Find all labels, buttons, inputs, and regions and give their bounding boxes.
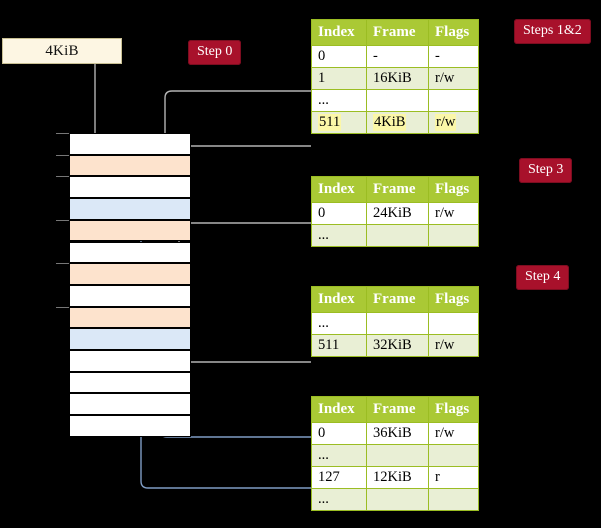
table-row: ... <box>311 89 479 112</box>
memory-tick <box>56 263 69 265</box>
table-header-frame: Frame <box>366 396 429 423</box>
table-header-index: Index <box>311 19 367 46</box>
table-cell-index: ... <box>311 312 367 335</box>
badge-steps-1-2: Steps 1&2 <box>514 19 591 44</box>
highlighted-value: 4KiB <box>373 114 407 131</box>
memory-block-6 <box>69 263 191 285</box>
table-cell-flags: r/w <box>428 111 479 134</box>
table-row: 0-- <box>311 45 479 68</box>
table-row: ... <box>311 488 479 511</box>
memory-tick <box>56 176 69 178</box>
table-cell-index: 511 <box>311 334 367 357</box>
table-cell-frame: 24KiB <box>366 202 429 225</box>
table-header-index: Index <box>311 286 367 313</box>
memory-block-0 <box>69 133 191 155</box>
table-cell-index: 0 <box>311 202 367 225</box>
memory-tick <box>56 133 69 134</box>
table-cell-frame <box>366 488 429 511</box>
memory-tick <box>56 154 69 156</box>
highlighted-value: r/w <box>435 114 457 131</box>
table-cell-flags <box>428 89 479 112</box>
table-header-index: Index <box>311 396 367 423</box>
memory-block-10 <box>69 350 191 372</box>
badge-step-4: Step 4 <box>516 265 570 290</box>
table-cell-frame <box>366 89 429 112</box>
table-cell-index: ... <box>311 89 367 112</box>
memory-column <box>69 133 191 437</box>
memory-block-5 <box>69 241 191 264</box>
table-row: 511 4KiB r/w <box>311 111 479 134</box>
table-cell-index: 1 <box>311 67 367 90</box>
memory-block-2 <box>69 176 191 199</box>
table-cell-index: 511 <box>311 111 367 134</box>
badge-step-3: Step 3 <box>519 158 573 183</box>
table-row: ... <box>311 224 479 247</box>
memory-block-1 <box>69 154 191 177</box>
wire-step3 <box>177 222 311 267</box>
table-header-flags: Flags <box>428 286 479 313</box>
highlighted-value: 511 <box>318 114 342 131</box>
kib-box: 4KiB <box>2 38 122 64</box>
table-cell-index: 0 <box>311 422 367 445</box>
memory-block-3 <box>69 198 191 220</box>
table-cell-flags <box>428 224 479 247</box>
table-cell-flags: r/w <box>428 334 479 357</box>
table-row: ... <box>311 444 479 467</box>
table-cell-frame: - <box>366 45 429 68</box>
table-cell-flags: r <box>428 466 479 489</box>
table-cell-frame <box>366 312 429 335</box>
memory-tick <box>56 219 69 221</box>
table-row: ... <box>311 312 479 335</box>
table-cell-frame: 4KiB <box>366 111 429 134</box>
memory-tick <box>56 306 69 308</box>
table-cell-index: 127 <box>311 466 367 489</box>
table-header-flags: Flags <box>428 176 479 203</box>
table-cell-index: ... <box>311 488 367 511</box>
table-header-flags: Flags <box>428 19 479 46</box>
table-cell-flags: r/w <box>428 67 479 90</box>
table-cell-frame <box>366 444 429 467</box>
memory-block-13 <box>69 415 191 437</box>
memory-block-9 <box>69 328 191 350</box>
memory-block-4 <box>69 219 191 242</box>
table-cell-flags <box>428 488 479 511</box>
table-cell-frame: 16KiB <box>366 67 429 90</box>
table-cell-frame: 12KiB <box>366 466 429 489</box>
wire-step4 <box>177 306 311 363</box>
table-cell-index: 0 <box>311 45 367 68</box>
table-cell-flags: r/w <box>428 422 479 445</box>
table-header-frame: Frame <box>366 286 429 313</box>
memory-block-8 <box>69 306 191 329</box>
table-cell-frame: 36KiB <box>366 422 429 445</box>
table-cell-index: ... <box>311 224 367 247</box>
table-header-flags: Flags <box>428 396 479 423</box>
table-cell-flags: r/w <box>428 202 479 225</box>
table-cell-flags: - <box>428 45 479 68</box>
table-cell-frame: 32KiB <box>366 334 429 357</box>
memory-block-7 <box>69 284 191 307</box>
table-header-index: Index <box>311 176 367 203</box>
memory-block-12 <box>69 393 191 416</box>
table-cell-flags <box>428 444 479 467</box>
table-cell-frame <box>366 224 429 247</box>
badge-step-0: Step 0 <box>188 40 242 65</box>
kib-box-label: 4KiB <box>45 42 79 59</box>
table-cell-index: ... <box>311 444 367 467</box>
memory-block-11 <box>69 371 191 394</box>
table-header-frame: Frame <box>366 176 429 203</box>
table-cell-flags <box>428 312 479 335</box>
table-header-frame: Frame <box>366 19 429 46</box>
